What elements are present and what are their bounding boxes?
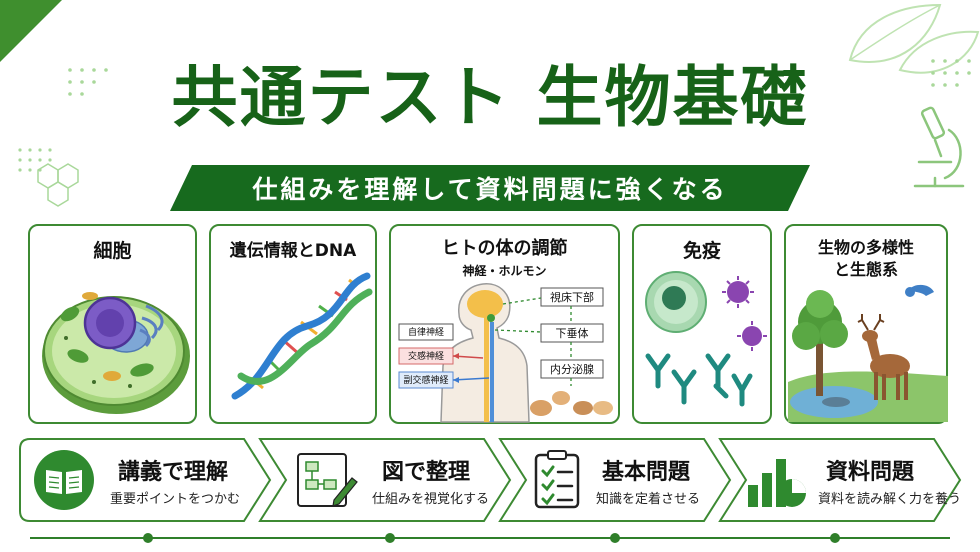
card-title-cell: 細胞 bbox=[93, 240, 132, 262]
step-subtitle: 知識を定着させる bbox=[596, 492, 701, 507]
card-subtitle-human: 神経・ホルモン bbox=[462, 264, 547, 278]
dots-decoration-right bbox=[931, 59, 971, 87]
step-subtitle: 資料を読み解く力を養う bbox=[818, 492, 962, 507]
step-subtitle: 仕組みを視覚化する bbox=[372, 492, 490, 507]
bottom-dot bbox=[385, 533, 395, 543]
hexagon-molecule-decoration bbox=[37, 163, 79, 207]
step-title: 図で整理 bbox=[382, 460, 471, 485]
label-autonomic: 自律神経 bbox=[407, 328, 444, 338]
bottom-dot bbox=[143, 533, 153, 543]
step-diagram[interactable]: 図で整理 仕組みを視覚化する bbox=[258, 437, 514, 523]
open-book-icon bbox=[34, 450, 94, 510]
step-data-problems[interactable]: 資料問題 資料を読み解く力を養う bbox=[718, 437, 964, 523]
card-title-dna: 遺伝情報とDNA bbox=[229, 241, 357, 261]
immune-cells-illustration bbox=[645, 271, 767, 407]
topic-card-ecosystem: 生物の多様性 と生態系 bbox=[784, 224, 948, 424]
topic-card-dna: 遺伝情報とDNA bbox=[209, 224, 377, 424]
card-title-ecosystem-line1: 生物の多様性 bbox=[817, 238, 914, 257]
card-title-human: ヒトの体の調節 bbox=[441, 238, 568, 259]
step-lecture[interactable]: 講義で理解 重要ポイントをつかむ bbox=[18, 437, 274, 523]
label-sympathetic: 交感神経 bbox=[407, 352, 444, 362]
cell-illustration bbox=[42, 292, 190, 414]
step-basic-problems[interactable]: 基本問題 知識を定着させる bbox=[498, 437, 734, 523]
leaf-decoration bbox=[848, 3, 980, 74]
flowchart-pencil-icon bbox=[297, 453, 358, 507]
card-title-immunity: 免疫 bbox=[682, 240, 721, 262]
step-title: 講義で理解 bbox=[118, 460, 229, 485]
bottom-dot bbox=[610, 533, 620, 543]
ecosystem-illustration bbox=[788, 284, 948, 422]
dots-decoration-left bbox=[18, 68, 108, 172]
bottom-divider bbox=[30, 537, 950, 539]
step-subtitle: 重要ポイントをつかむ bbox=[110, 492, 241, 507]
page-title: 共通テスト 生物基礎 bbox=[171, 59, 809, 136]
topic-card-immunity: 免疫 bbox=[632, 224, 772, 424]
subtitle-ribbon: 仕組みを理解して資料問題に強くなる bbox=[170, 165, 810, 211]
step-title: 基本問題 bbox=[602, 460, 691, 485]
chart-icon bbox=[748, 459, 806, 507]
label-endocrine: 内分泌腺 bbox=[550, 363, 594, 376]
step-title: 資料問題 bbox=[826, 460, 915, 485]
bottom-dot bbox=[830, 533, 840, 543]
label-hypothalamus: 視床下部 bbox=[550, 291, 594, 304]
label-pituitary: 下垂体 bbox=[555, 327, 589, 340]
checklist-icon bbox=[534, 450, 580, 509]
corner-triangle-decoration bbox=[0, 0, 62, 62]
label-parasympathetic: 副交感神経 bbox=[403, 376, 449, 386]
card-title-ecosystem-line2: と生態系 bbox=[833, 260, 898, 279]
topic-card-human-regulation: ヒトの体の調節 神経・ホルモン 視床下部 下垂体 内 bbox=[389, 224, 620, 424]
topic-card-cell: 細胞 bbox=[28, 224, 197, 424]
dna-helix-illustration bbox=[231, 272, 373, 400]
human-nervous-system-diagram bbox=[398, 283, 613, 423]
subtitle-text: 仕組みを理解して資料問題に強くなる bbox=[252, 175, 728, 204]
microscope-icon bbox=[913, 106, 965, 188]
